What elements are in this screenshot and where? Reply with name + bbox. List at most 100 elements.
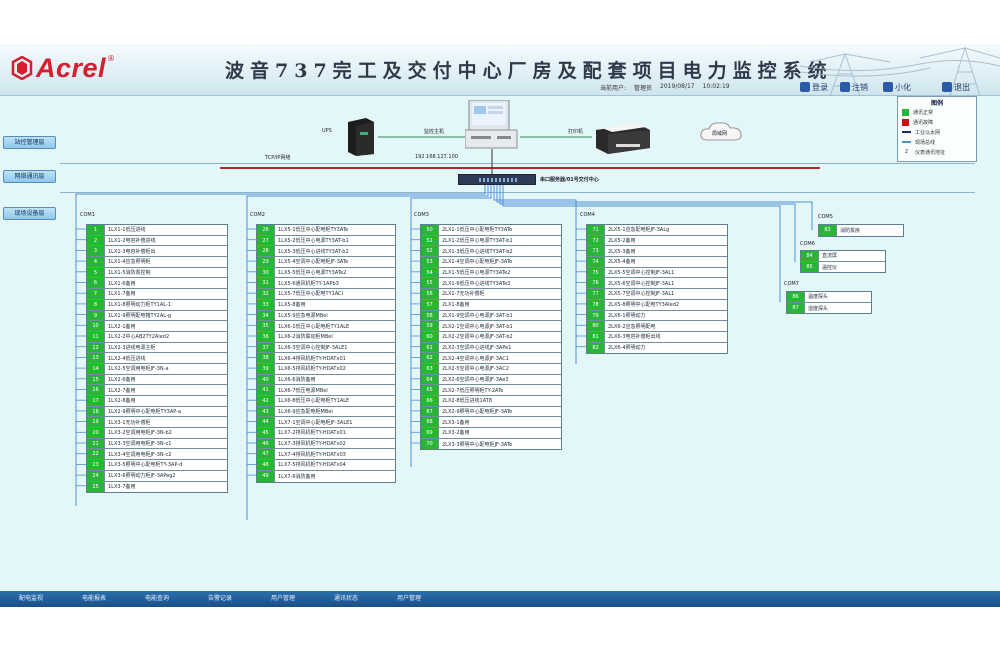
footer-tab[interactable]: 用户管理 <box>396 595 421 602</box>
monitoring-host-icon[interactable] <box>464 99 521 152</box>
footer-tab[interactable]: 电能报表 <box>81 595 106 602</box>
footer-tab[interactable]: 通讯状态 <box>333 595 358 602</box>
network-communication-layer-button[interactable]: 网络通讯层 <box>3 170 56 183</box>
footer-tab[interactable]: 配电监视 <box>18 595 43 602</box>
logout-button[interactable]: 注销 <box>840 80 868 94</box>
serial-server-icon[interactable] <box>458 174 536 185</box>
footer-tab[interactable]: 电能查询 <box>144 595 169 602</box>
minimize-button[interactable]: 小化 <box>883 80 911 94</box>
footer-tab[interactable]: 告警记录 <box>207 595 232 602</box>
station-management-layer-button[interactable]: 站控管理层 <box>3 136 56 149</box>
login-button[interactable]: 登录 <box>800 80 828 94</box>
field-device-layer-button[interactable]: 现场设备层 <box>3 207 56 220</box>
footer-tab[interactable]: 用户管理 <box>270 595 295 602</box>
exit-button[interactable]: 退出 <box>942 80 970 94</box>
